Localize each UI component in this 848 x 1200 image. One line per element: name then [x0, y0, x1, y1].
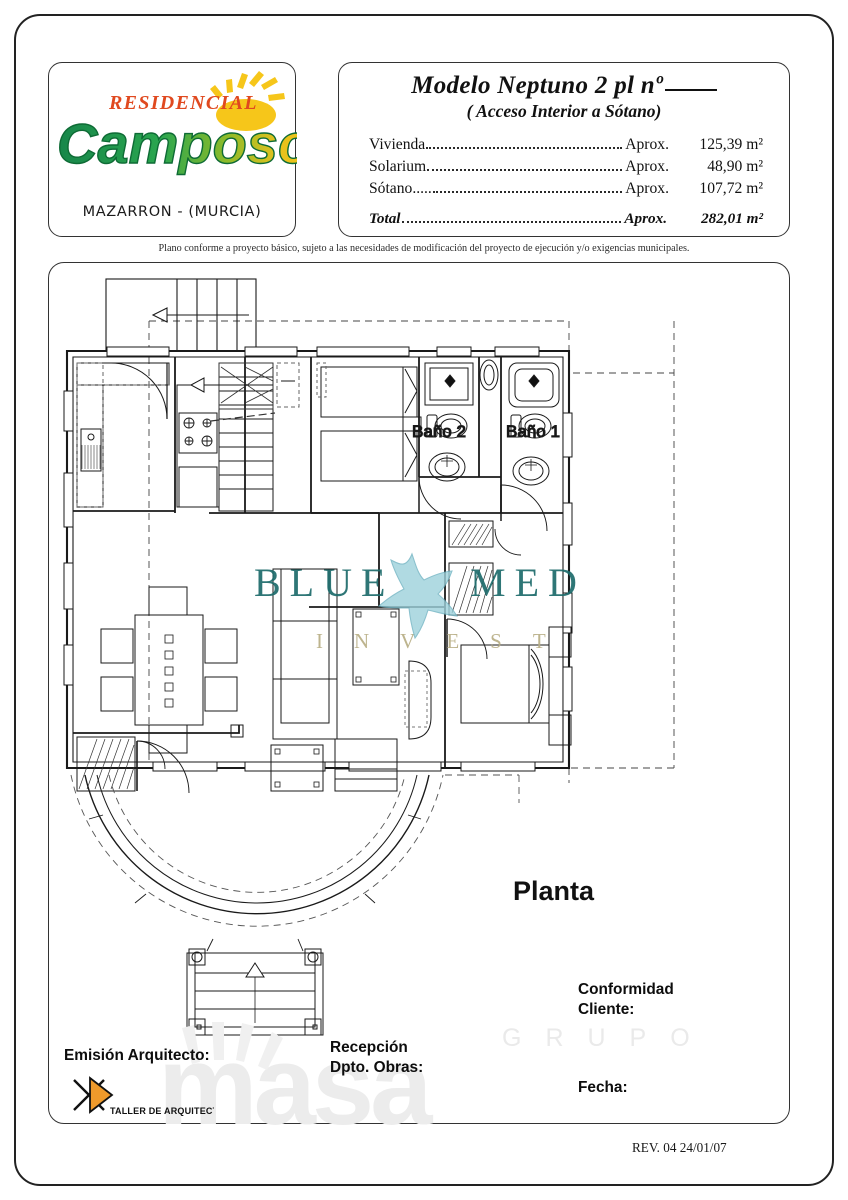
camposol-logo: RESIDENCIAL Camposol — [56, 71, 297, 176]
area-schedule: Vivienda Aprox. 125,39 m² Solarium Aprox… — [369, 134, 763, 230]
leader-dots — [426, 147, 623, 149]
emision-arquitecto-label: Emisión Arquitecto: — [64, 1047, 210, 1064]
drawing-title-planta: Planta — [513, 876, 595, 906]
area-name: Vivienda — [369, 136, 426, 153]
revision-text: REV. 04 24/01/07 — [632, 1140, 727, 1155]
leader-dots — [427, 169, 623, 172]
area-approx: Aprox. — [625, 136, 669, 153]
area-name: Sótano..... — [369, 180, 432, 198]
taller-arquitectura-logo: TALLER DE ARQUITECTURA — [73, 1076, 214, 1116]
leader-dots — [401, 221, 622, 224]
taller-logo-text: TALLER DE ARQUITECTURA — [110, 1106, 214, 1116]
model-title: Modelo Neptuno 2 pl nº — [339, 72, 789, 100]
conformidad-cliente-label: Conformidad Cliente: — [578, 981, 674, 1019]
area-approx: Aprox. — [625, 158, 669, 176]
area-approx: Aprox. — [625, 180, 669, 198]
fecha-label: Fecha: — [578, 1079, 628, 1096]
area-value: 107,72 m² — [699, 180, 763, 198]
area-total-approx: Aprox. — [624, 210, 667, 228]
page-border — [14, 14, 834, 1186]
leader-dots — [432, 191, 623, 194]
developer-logo-box: RESIDENCIAL Camposol MAZARRON - (MURCIA) — [48, 62, 297, 237]
area-total-name: Total — [369, 210, 401, 228]
model-subtitle: ( Acceso Interior a Sótano) — [466, 101, 662, 121]
area-value: 48,90 m² — [707, 158, 763, 176]
area-row: Vivienda Aprox. 125,39 m² — [369, 134, 763, 156]
logo-camposol-text: Camposol — [57, 112, 297, 175]
logo-triangle-icon — [89, 1076, 114, 1114]
disclaimer-text: Plano conforme a proyecto básico, sujeto… — [158, 243, 690, 254]
area-name: Solarium — [369, 158, 427, 176]
area-total-value: 282,01 m² — [701, 210, 763, 228]
area-row: Sótano..... Aprox. 107,72 m² — [369, 178, 763, 200]
model-number-blank[interactable] — [664, 89, 717, 91]
room-label-bano-2: Baño 2 — [412, 422, 466, 441]
model-title-text: Modelo Neptuno 2 pl nº — [411, 72, 663, 99]
floor-plan-panel: Baño 2 Baño 1 — [48, 262, 790, 1124]
sun-icon — [210, 71, 285, 131]
recepcion-obras-label: Recepción Dpto. Obras: — [330, 1039, 424, 1077]
floor-plan-drawing: Baño 2 Baño 1 — [63, 278, 675, 1036]
area-row: Solarium Aprox. 48,90 m² — [369, 156, 763, 178]
area-total-row: Total Aprox. 282,01 m² — [369, 208, 763, 230]
logo-residencial-text: RESIDENCIAL — [108, 92, 258, 114]
area-value: 125,39 m² — [699, 136, 763, 153]
title-block: Modelo Neptuno 2 pl nº ( Acceso Interior… — [338, 62, 790, 237]
room-label-bano-1: Baño 1 — [506, 422, 560, 441]
logo-location-text: MAZARRON - (MURCIA) — [82, 204, 262, 220]
